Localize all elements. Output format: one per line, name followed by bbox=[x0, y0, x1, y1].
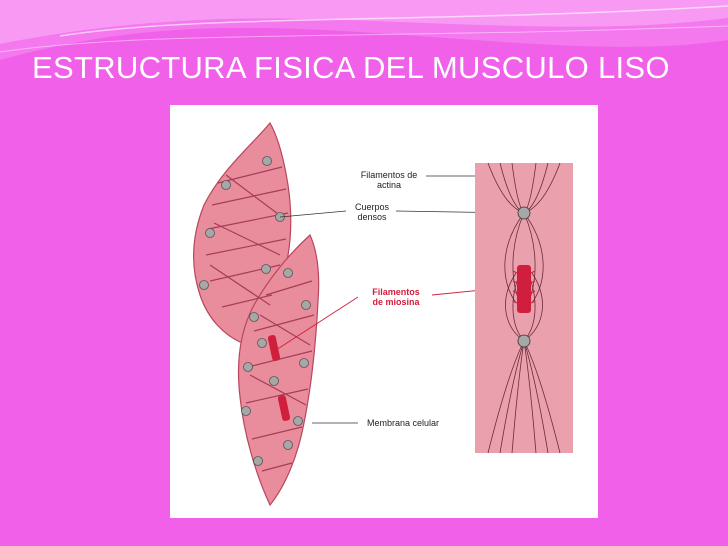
label-actin-line1: Filamentos de bbox=[360, 170, 418, 180]
label-cell-membrane: Membrana celular bbox=[366, 418, 440, 428]
smooth-muscle-illustration bbox=[193, 121, 573, 507]
leader-myosin bbox=[275, 296, 359, 351]
label-actin-line2: actina bbox=[376, 180, 402, 190]
fiber-myosin-2 bbox=[277, 395, 291, 421]
label-dense-line1: Cuerpos bbox=[354, 202, 390, 212]
label-myosin-line2: de miosina bbox=[372, 297, 420, 307]
myosin-filament bbox=[517, 265, 531, 313]
label-dense-bodies: Cuerpos densos bbox=[348, 202, 396, 222]
label-dense-line2: densos bbox=[357, 212, 387, 222]
smooth-muscle-diagram: Filamentos de actina Cuerpos densos Fila… bbox=[170, 105, 598, 518]
slide-title: ESTRUCTURA FISICA DEL MUSCULO LISO bbox=[32, 50, 670, 85]
label-myosin-filaments: Filamentos de miosina bbox=[360, 287, 432, 307]
label-actin-filaments: Filamentos de actina bbox=[350, 170, 428, 190]
dense-body-top bbox=[517, 206, 531, 220]
zoom-panel bbox=[475, 162, 573, 454]
label-myosin-line1: Filamentos bbox=[372, 287, 420, 297]
leader-dense-bodies bbox=[279, 210, 347, 218]
fiber-myosin-1 bbox=[267, 335, 281, 361]
dense-body-bottom bbox=[517, 334, 531, 348]
